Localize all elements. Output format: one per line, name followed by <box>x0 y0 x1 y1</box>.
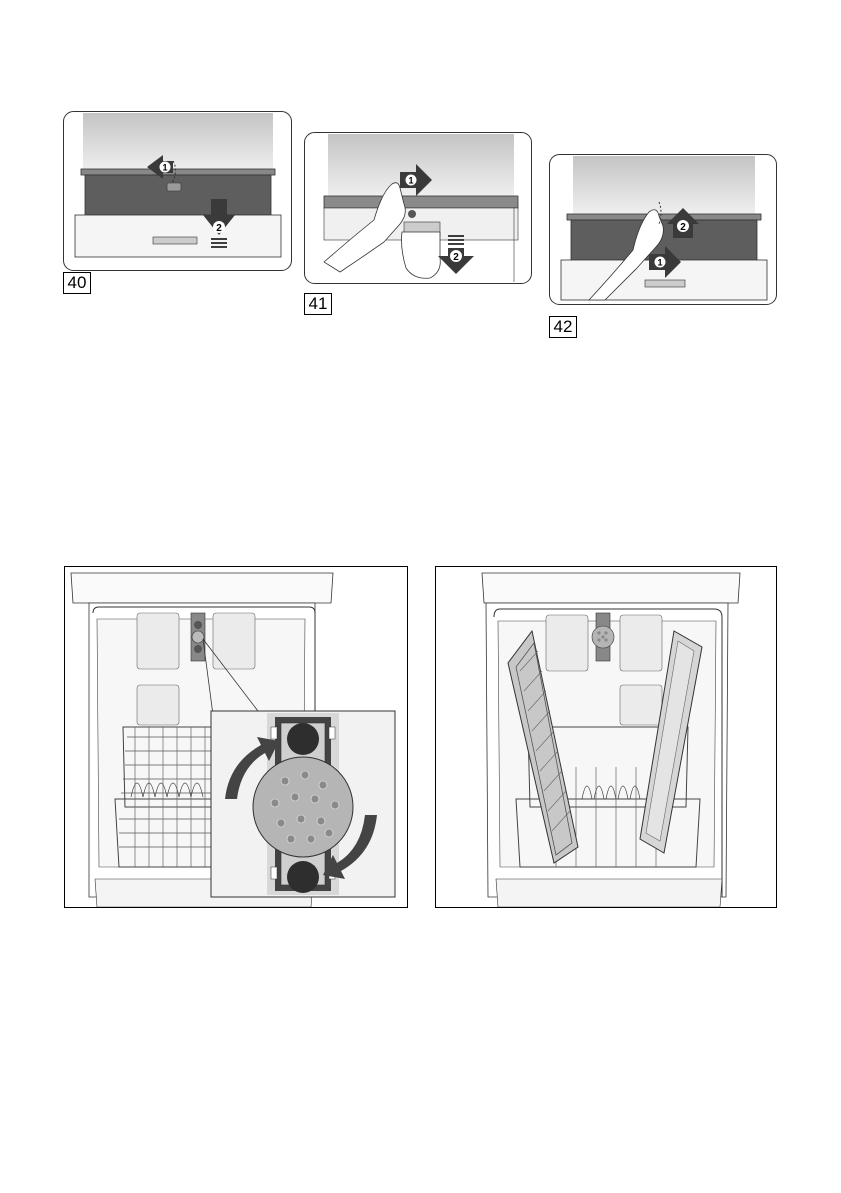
svg-text:1: 1 <box>408 176 413 186</box>
figure-number: 40 <box>63 272 91 294</box>
figure-number: 41 <box>304 293 332 315</box>
figure-41-illustration: 1 2 <box>304 132 532 284</box>
svg-text:1: 1 <box>162 163 167 173</box>
svg-text:1: 1 <box>657 258 662 268</box>
svg-text:2: 2 <box>216 223 222 234</box>
figure-number: 42 <box>549 316 577 338</box>
dishwasher-knob-illustration <box>64 566 408 908</box>
figure-42-illustration: 2 1 <box>549 154 777 305</box>
svg-text:2: 2 <box>453 252 459 263</box>
knob-detail-inset <box>211 711 395 897</box>
svg-text:2: 2 <box>680 222 686 233</box>
dishwasher-trays-illustration <box>435 566 777 908</box>
figure-40-illustration: 1 2 <box>63 111 292 271</box>
